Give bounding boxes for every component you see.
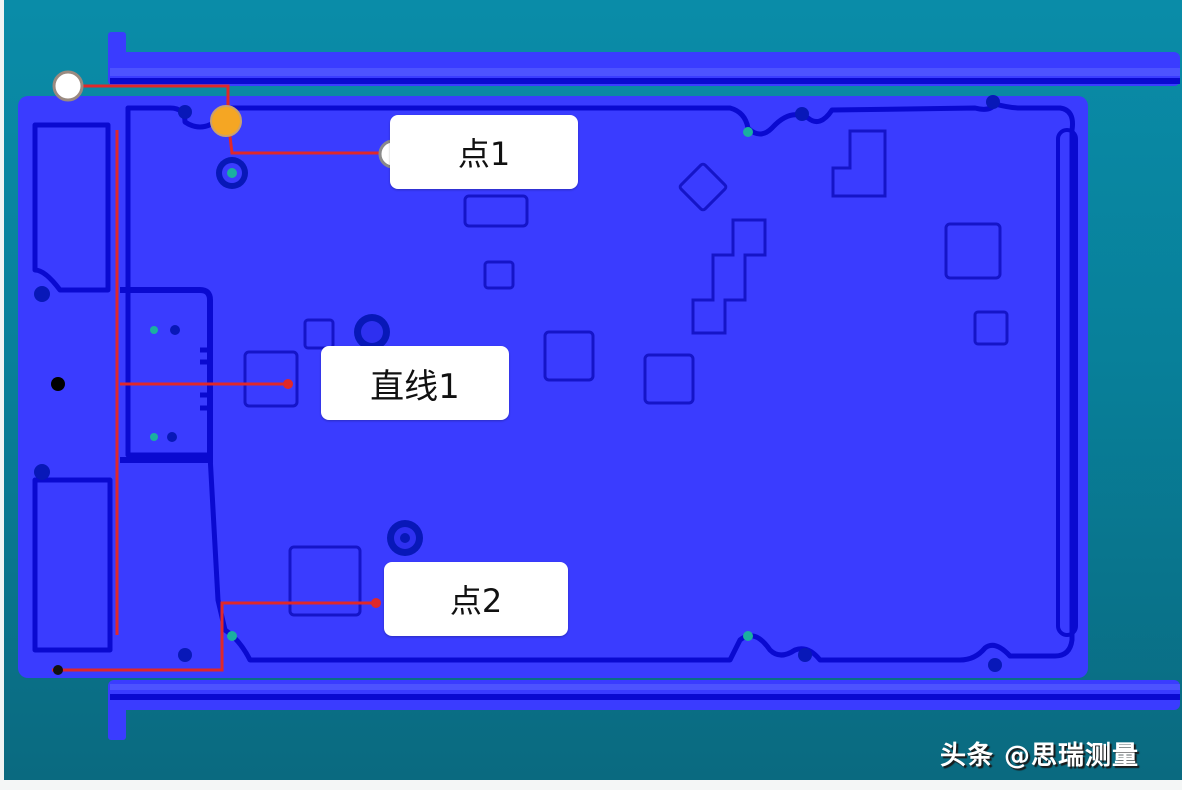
line1-label: 直线1	[321, 346, 509, 420]
start-point-marker	[52, 70, 84, 102]
origin-marker	[210, 105, 242, 137]
point1-label-text: 点1	[457, 135, 511, 173]
line1-label-text: 直线1	[370, 366, 460, 407]
point2-arrow-end	[371, 598, 381, 608]
line1-arrow-end	[283, 379, 293, 389]
point2-label-text: 点2	[449, 582, 503, 620]
left-border	[0, 0, 4, 780]
point2-label: 点2	[384, 562, 568, 636]
watermark: 头条 @思瑞测量	[940, 741, 1140, 771]
point1-label: 点1	[390, 115, 578, 189]
bottom-border	[0, 780, 1182, 790]
